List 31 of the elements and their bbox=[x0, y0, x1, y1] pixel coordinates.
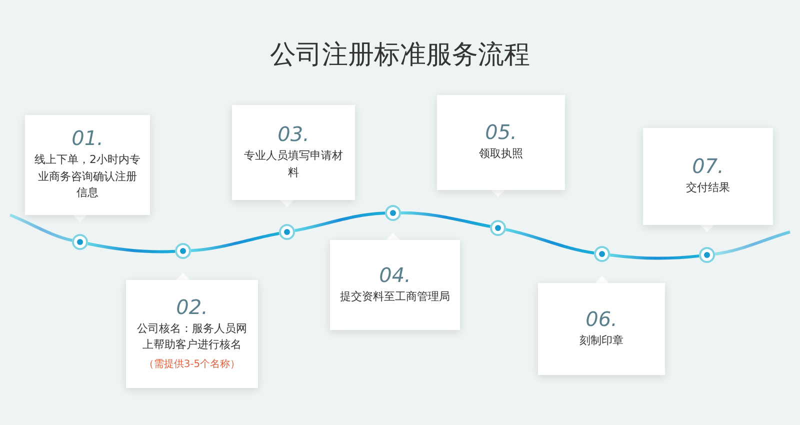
step-number: 07. bbox=[692, 156, 724, 176]
step-card bbox=[232, 105, 355, 200]
step-number: 06. bbox=[586, 308, 618, 329]
step-description: 交付结果 bbox=[686, 180, 730, 196]
wave-line bbox=[610, 254, 700, 260]
wave-line bbox=[714, 230, 790, 256]
step-number: 04. bbox=[379, 264, 411, 285]
step-card bbox=[643, 128, 773, 225]
step-description: 提交资料至工商管理局 bbox=[340, 288, 450, 305]
step-description: 领取执照 bbox=[479, 146, 523, 162]
step-number: 05. bbox=[485, 122, 517, 142]
step-description: 刻制印章 bbox=[580, 332, 624, 349]
step-card bbox=[25, 115, 150, 215]
step-number: 01. bbox=[72, 128, 104, 148]
wave-line bbox=[88, 242, 176, 254]
wave-line bbox=[401, 211, 490, 228]
title: 公司注册标准服务流程 bbox=[269, 39, 531, 72]
step-description: 线上下单，2小时内专业商务咨询确认注册信息 bbox=[34, 152, 142, 202]
step-card bbox=[437, 95, 565, 190]
wave-line bbox=[294, 212, 386, 232]
step-number: 03. bbox=[278, 124, 310, 144]
step-card bbox=[538, 283, 665, 375]
step-description: 专业人员填写申请材料 bbox=[243, 148, 344, 180]
wave-line bbox=[190, 232, 280, 252]
step-number: 02. bbox=[176, 296, 208, 316]
wave-line bbox=[9, 214, 73, 242]
step-note: （需提供3-5个名称） bbox=[144, 358, 240, 372]
step-card bbox=[330, 240, 460, 330]
step-card bbox=[126, 280, 258, 388]
step-description: 公司核名：服务人员网上帮助客户进行核名 bbox=[136, 320, 248, 353]
wave-line bbox=[506, 228, 594, 254]
